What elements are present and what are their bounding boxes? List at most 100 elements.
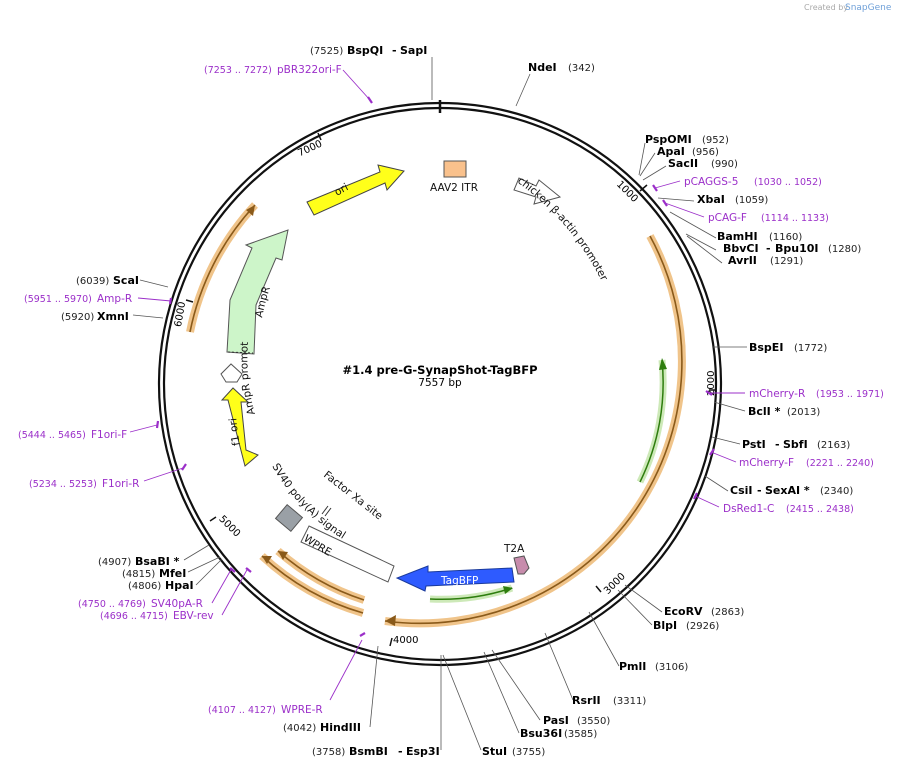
orange-bottom-arc-1-line bbox=[261, 555, 364, 614]
svg-text:(3755): (3755) bbox=[512, 747, 545, 758]
svg-text:(4107 .. 4127): (4107 .. 4127) bbox=[208, 705, 276, 716]
svg-text:-: - bbox=[757, 484, 762, 497]
primer-pcaggs-5[interactable]: pCAGGS-5 (1030 .. 1052) bbox=[684, 176, 822, 188]
site-apai[interactable]: ApaI (956) bbox=[657, 145, 719, 158]
primer-sv40pa-r[interactable]: (4750 .. 4769) SV40pA-R bbox=[78, 598, 203, 610]
wpre-feature bbox=[300, 525, 395, 583]
site-xmni[interactable]: (5920) XmnI bbox=[61, 310, 129, 323]
primer-f1ori-f[interactable]: (5444 .. 5465) F1ori-F bbox=[18, 429, 127, 441]
site-sacii[interactable]: SacII (990) bbox=[668, 157, 738, 170]
primer-wpre-r[interactable]: (4107 .. 4127) WPRE-R bbox=[208, 704, 323, 716]
svg-text:(3550): (3550) bbox=[577, 716, 610, 727]
site-psti[interactable]: PstI - SbfI (2163) bbox=[742, 438, 850, 451]
site-pmli[interactable]: PmlI (3106) bbox=[619, 660, 688, 673]
f1-ori-feature bbox=[220, 387, 259, 467]
svg-text:3000: 3000 bbox=[602, 571, 628, 597]
site-leaders bbox=[132, 57, 747, 751]
svg-text:(2163): (2163) bbox=[817, 440, 850, 451]
svg-text:(342): (342) bbox=[568, 63, 595, 74]
svg-text:ApaI: ApaI bbox=[657, 145, 685, 158]
primer-pcag-f[interactable]: pCAG-F (1114 .. 1133) bbox=[708, 212, 829, 224]
site-pasi[interactable]: PasI (3550) bbox=[543, 714, 610, 727]
site-bcli[interactable]: BclI * (2013) bbox=[748, 405, 820, 418]
svg-text:(3106): (3106) bbox=[655, 662, 688, 673]
svg-text:(3311): (3311) bbox=[613, 696, 646, 707]
site-scai[interactable]: (6039) ScaI bbox=[76, 274, 139, 287]
tick-2000: 2000 bbox=[706, 371, 717, 396]
site-bsabi[interactable]: (4907) BsaBI * bbox=[98, 555, 180, 568]
site-avrii[interactable]: AvrII (1291) bbox=[728, 254, 803, 267]
svg-text:SapI: SapI bbox=[400, 44, 427, 57]
svg-text:BsaBI *: BsaBI * bbox=[135, 555, 180, 568]
sv40-feature bbox=[274, 503, 304, 533]
svg-text:-: - bbox=[392, 44, 397, 57]
green-arc-right-line bbox=[639, 359, 664, 483]
svg-text:RsrII: RsrII bbox=[572, 694, 601, 707]
site-mfei[interactable]: (4815) MfeI bbox=[122, 567, 186, 580]
svg-text:(7253 .. 7272): (7253 .. 7272) bbox=[204, 65, 272, 76]
site-rsrii[interactable]: RsrII (3311) bbox=[572, 694, 646, 707]
svg-text:(1160): (1160) bbox=[769, 232, 802, 243]
site-blpi[interactable]: BlpI (2926) bbox=[653, 619, 719, 632]
svg-text:(2415 .. 2438): (2415 .. 2438) bbox=[786, 504, 854, 515]
chicken-promoter-feature bbox=[513, 177, 562, 205]
aav2-itr-label: AAV2 ITR bbox=[430, 182, 478, 194]
svg-text:mCherry-F: mCherry-F bbox=[739, 457, 794, 469]
svg-text:PspOMI: PspOMI bbox=[645, 133, 692, 146]
tick-5000: 5000 bbox=[209, 514, 242, 540]
site-ndei[interactable]: NdeI (342) bbox=[528, 61, 595, 74]
site-bspei[interactable]: BspEI (1772) bbox=[749, 341, 827, 354]
site-bbvci[interactable]: BbvCI - Bpu10I (1280) bbox=[723, 242, 861, 255]
svg-text:F1ori-F: F1ori-F bbox=[91, 429, 127, 441]
site-sapi[interactable]: (7525) BspQI - SapI bbox=[310, 44, 427, 57]
site-bsmbi[interactable]: (3758) BsmBI - Esp3I bbox=[312, 745, 440, 758]
primer-ebv-rev[interactable]: (4696 .. 4715) EBV-rev bbox=[100, 610, 214, 622]
t2a-feature bbox=[513, 555, 530, 575]
site-pspomi[interactable]: PspOMI (952) bbox=[645, 133, 729, 146]
svg-text:BamHI: BamHI bbox=[717, 230, 758, 243]
green-arc-bottom-arrow bbox=[503, 586, 513, 594]
primer-pbr322ori-f[interactable]: (7253 .. 7272) pBR322ori-F bbox=[204, 64, 342, 76]
svg-text:PasI: PasI bbox=[543, 714, 569, 727]
chicken-promoter-label: chicken β-actin promoter bbox=[515, 175, 610, 284]
ampr-promoter-label: AmpR promoter bbox=[0, 0, 258, 416]
orange-bottom-arc-1-arrow bbox=[262, 556, 272, 564]
site-ecorv[interactable]: EcoRV (2863) bbox=[664, 605, 744, 618]
svg-text:SacII: SacII bbox=[668, 157, 698, 170]
primer-dsred1-c[interactable]: DsRed1-C (2415 .. 2438) bbox=[723, 503, 854, 515]
site-xbai[interactable]: XbaI (1059) bbox=[697, 193, 768, 206]
svg-text:pBR322ori-F: pBR322ori-F bbox=[277, 64, 342, 76]
svg-text:2000: 2000 bbox=[706, 371, 717, 396]
f1-ori-label: f1 ori bbox=[227, 418, 243, 447]
primer-leaders bbox=[129, 69, 745, 701]
site-hpai[interactable]: (4806) HpaI bbox=[128, 579, 194, 592]
svg-text:XbaI: XbaI bbox=[697, 193, 725, 206]
svg-text:PmlI: PmlI bbox=[619, 660, 646, 673]
orange-feature-arc bbox=[384, 234, 686, 628]
site-hindiii[interactable]: (4042) HindIII bbox=[283, 721, 361, 734]
svg-text:(4750 .. 4769): (4750 .. 4769) bbox=[78, 599, 146, 610]
primer-labels: (7253 .. 7272) pBR322ori-F pCAGGS-5 (103… bbox=[18, 64, 884, 716]
svg-text:(2221 .. 2240): (2221 .. 2240) bbox=[806, 458, 874, 469]
primer-f1ori-r[interactable]: (5234 .. 5253) F1ori-R bbox=[29, 478, 139, 490]
primer-amp-r[interactable]: (5951 .. 5970) Amp-R bbox=[24, 293, 132, 305]
orange-bottom-arc-1 bbox=[259, 553, 365, 617]
svg-text:5000: 5000 bbox=[216, 514, 242, 540]
ori-label: ori bbox=[332, 181, 350, 198]
primer-mcherry-f[interactable]: mCherry-F (2221 .. 2240) bbox=[739, 457, 874, 469]
svg-text:-: - bbox=[775, 438, 780, 451]
site-stui[interactable]: StuI (3755) bbox=[482, 745, 545, 758]
svg-text:Bpu10I: Bpu10I bbox=[775, 242, 819, 255]
svg-text:(990): (990) bbox=[711, 159, 738, 170]
svg-text:(1114 .. 1133): (1114 .. 1133) bbox=[761, 213, 829, 224]
site-csii[interactable]: CsiI - SexAI * (2340) bbox=[730, 484, 853, 497]
svg-text:EcoRV: EcoRV bbox=[664, 605, 703, 618]
site-bamhi[interactable]: BamHI (1160) bbox=[717, 230, 802, 243]
svg-text:(4696 .. 4715): (4696 .. 4715) bbox=[100, 611, 168, 622]
tick-6000: 6000 bbox=[173, 299, 194, 328]
svg-text:(5920): (5920) bbox=[61, 312, 94, 323]
primer-mcherry-r[interactable]: mCherry-R (1953 .. 1971) bbox=[749, 388, 884, 400]
aav2-itr-feature bbox=[443, 160, 467, 178]
site-bsu36i[interactable]: Bsu36I (3585) bbox=[520, 727, 597, 740]
